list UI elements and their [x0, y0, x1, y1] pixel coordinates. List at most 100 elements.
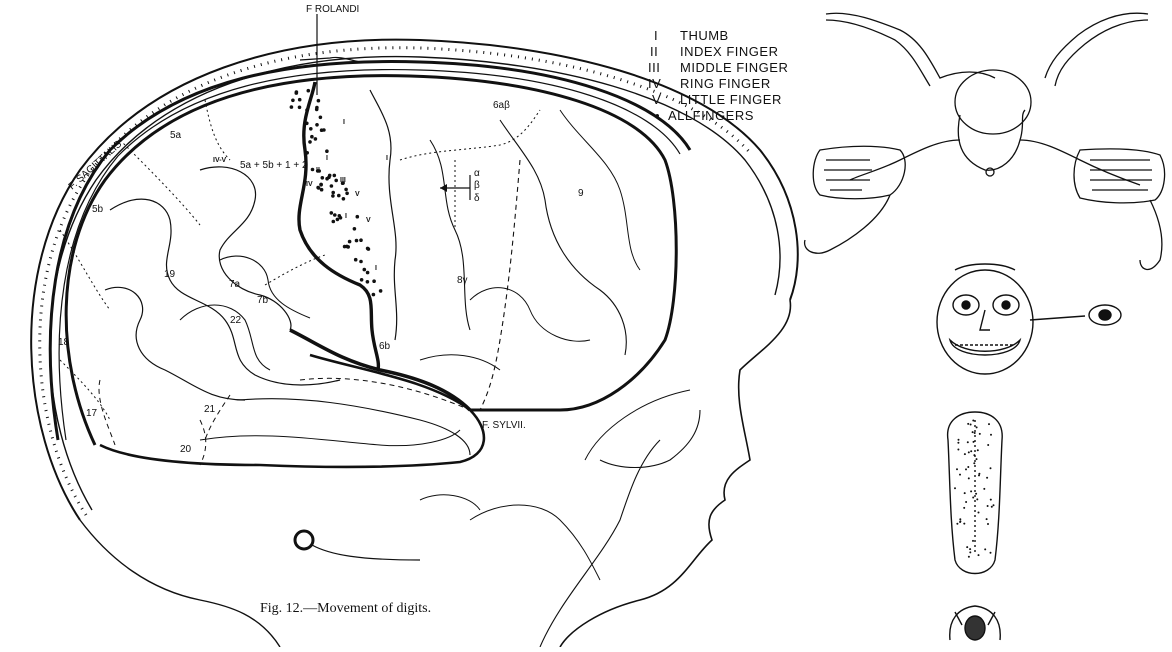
tongue-dot: [978, 473, 980, 475]
area-6b: 6b: [379, 341, 391, 352]
tongue-dot: [977, 449, 979, 451]
tongue-dot: [993, 504, 995, 506]
svg-text:IV: IV: [648, 76, 661, 91]
tongue-dot: [986, 518, 988, 520]
area-5b: 5b: [92, 204, 104, 215]
tongue-dot: [990, 467, 992, 469]
tongue-dot: [979, 433, 981, 435]
mark-index: II: [316, 167, 320, 174]
tongue-dot: [969, 551, 971, 553]
stimulation-dot: [360, 278, 364, 282]
stimulation-dot: [316, 186, 320, 190]
tongue-dot: [990, 434, 992, 436]
stimulation-dot: [309, 127, 313, 131]
stimulation-dot: [334, 179, 338, 183]
tongue-dot: [954, 487, 956, 489]
stimulation-dot: [310, 135, 314, 139]
stimulation-dot: [307, 89, 311, 93]
area-21: 21: [204, 404, 216, 415]
area-7b: 7b: [257, 295, 269, 306]
tongue-dot: [964, 492, 966, 494]
tongue-dot: [967, 466, 969, 468]
stimulation-dot: [325, 149, 329, 153]
tongue-dot: [991, 506, 993, 508]
mark-little-2: V: [366, 217, 371, 224]
tongue-dot: [990, 552, 992, 554]
homunculus-face-icon: [937, 264, 1121, 374]
greek-alpha: α: [474, 168, 480, 179]
tongue-dot: [986, 477, 988, 479]
tongue-dot: [972, 497, 974, 499]
label-rolandi: F ROLANDI: [306, 4, 359, 15]
stimulation-dot: [379, 289, 383, 293]
stimulation-dot: [345, 192, 349, 196]
head-outline: [31, 40, 798, 647]
legend: I THUMB II INDEX FINGER III MIDDLE FINGE…: [648, 28, 788, 123]
stimulation-dot: [337, 194, 341, 198]
tongue-dot: [969, 548, 971, 550]
mark-ring: IV: [306, 181, 313, 188]
tongue-texture: [954, 420, 995, 558]
svg-text:III: III: [648, 60, 660, 75]
mark-little: V: [355, 191, 360, 198]
tongue-dot: [966, 546, 968, 548]
legend-item-all-fingers: • ALLFINGERS: [655, 108, 754, 123]
tongue-dot: [976, 458, 978, 460]
tongue-dot: [956, 523, 958, 525]
stimulation-dot: [336, 218, 340, 222]
tongue-dot: [959, 474, 961, 476]
stimulation-dot: [315, 108, 319, 112]
tongue-dot: [976, 426, 978, 428]
mark-ring-little: IV-V: [213, 157, 227, 164]
tongue-dot: [959, 520, 961, 522]
svg-text:ALLFINGERS: ALLFINGERS: [668, 108, 754, 123]
stimulation-dot: [356, 215, 360, 219]
stimulation-dot: [298, 106, 302, 110]
stimulation-dot: [372, 293, 376, 297]
stimulation-dot: [333, 174, 337, 178]
stimulation-dot: [319, 116, 323, 120]
central-sulcus: [299, 82, 378, 370]
legend-item-little-finger: V LITTLE FINGER: [652, 92, 782, 107]
area-18: 18: [58, 337, 70, 348]
tongue-dot: [988, 423, 990, 425]
label-sylvii: F. SYLVII.: [482, 420, 526, 431]
tongue-dot: [970, 490, 972, 492]
stimulation-dot: [345, 245, 349, 249]
tongue-dot: [957, 449, 959, 451]
mark-thumb-4: I: [375, 265, 377, 272]
mark-thumb: I: [326, 155, 328, 162]
stimulation-dot: [363, 268, 367, 272]
stimulation-dot: [314, 137, 318, 141]
tongue-dot: [957, 442, 959, 444]
stimulation-dot: [366, 280, 370, 284]
stimulation-dot: [298, 98, 302, 102]
figure-caption: Fig. 12.—Movement of digits.: [260, 601, 431, 616]
stimulation-dot: [344, 188, 348, 192]
svg-text:THUMB: THUMB: [680, 28, 729, 43]
tongue-dot: [967, 423, 969, 425]
stimulation-dot: [333, 213, 337, 217]
tongue-dot: [973, 462, 975, 464]
tongue-dot: [970, 424, 972, 426]
mark-thumb-2: I: [343, 119, 345, 126]
svg-text:V: V: [652, 92, 661, 107]
tongue-dot: [972, 431, 974, 433]
tongue-dot: [963, 523, 965, 525]
stimulation-dot: [332, 220, 336, 224]
stimulation-dot: [331, 194, 335, 198]
stimulation-dot: [308, 140, 312, 144]
homunculus-tongue-icon: [948, 412, 1003, 574]
stimulation-dot: [319, 183, 323, 187]
stimulation-dot: [305, 108, 309, 112]
stimulation-dot: [354, 258, 358, 262]
area-6a-beta: 6aβ: [493, 100, 510, 111]
stimulation-dot: [320, 188, 324, 192]
tongue-dot: [990, 499, 992, 501]
tongue-dot: [987, 505, 989, 507]
tongue-dot: [973, 441, 975, 443]
stimulation-dot: [366, 271, 370, 275]
legend-item-ring-finger: IV RING FINGER: [648, 76, 771, 91]
